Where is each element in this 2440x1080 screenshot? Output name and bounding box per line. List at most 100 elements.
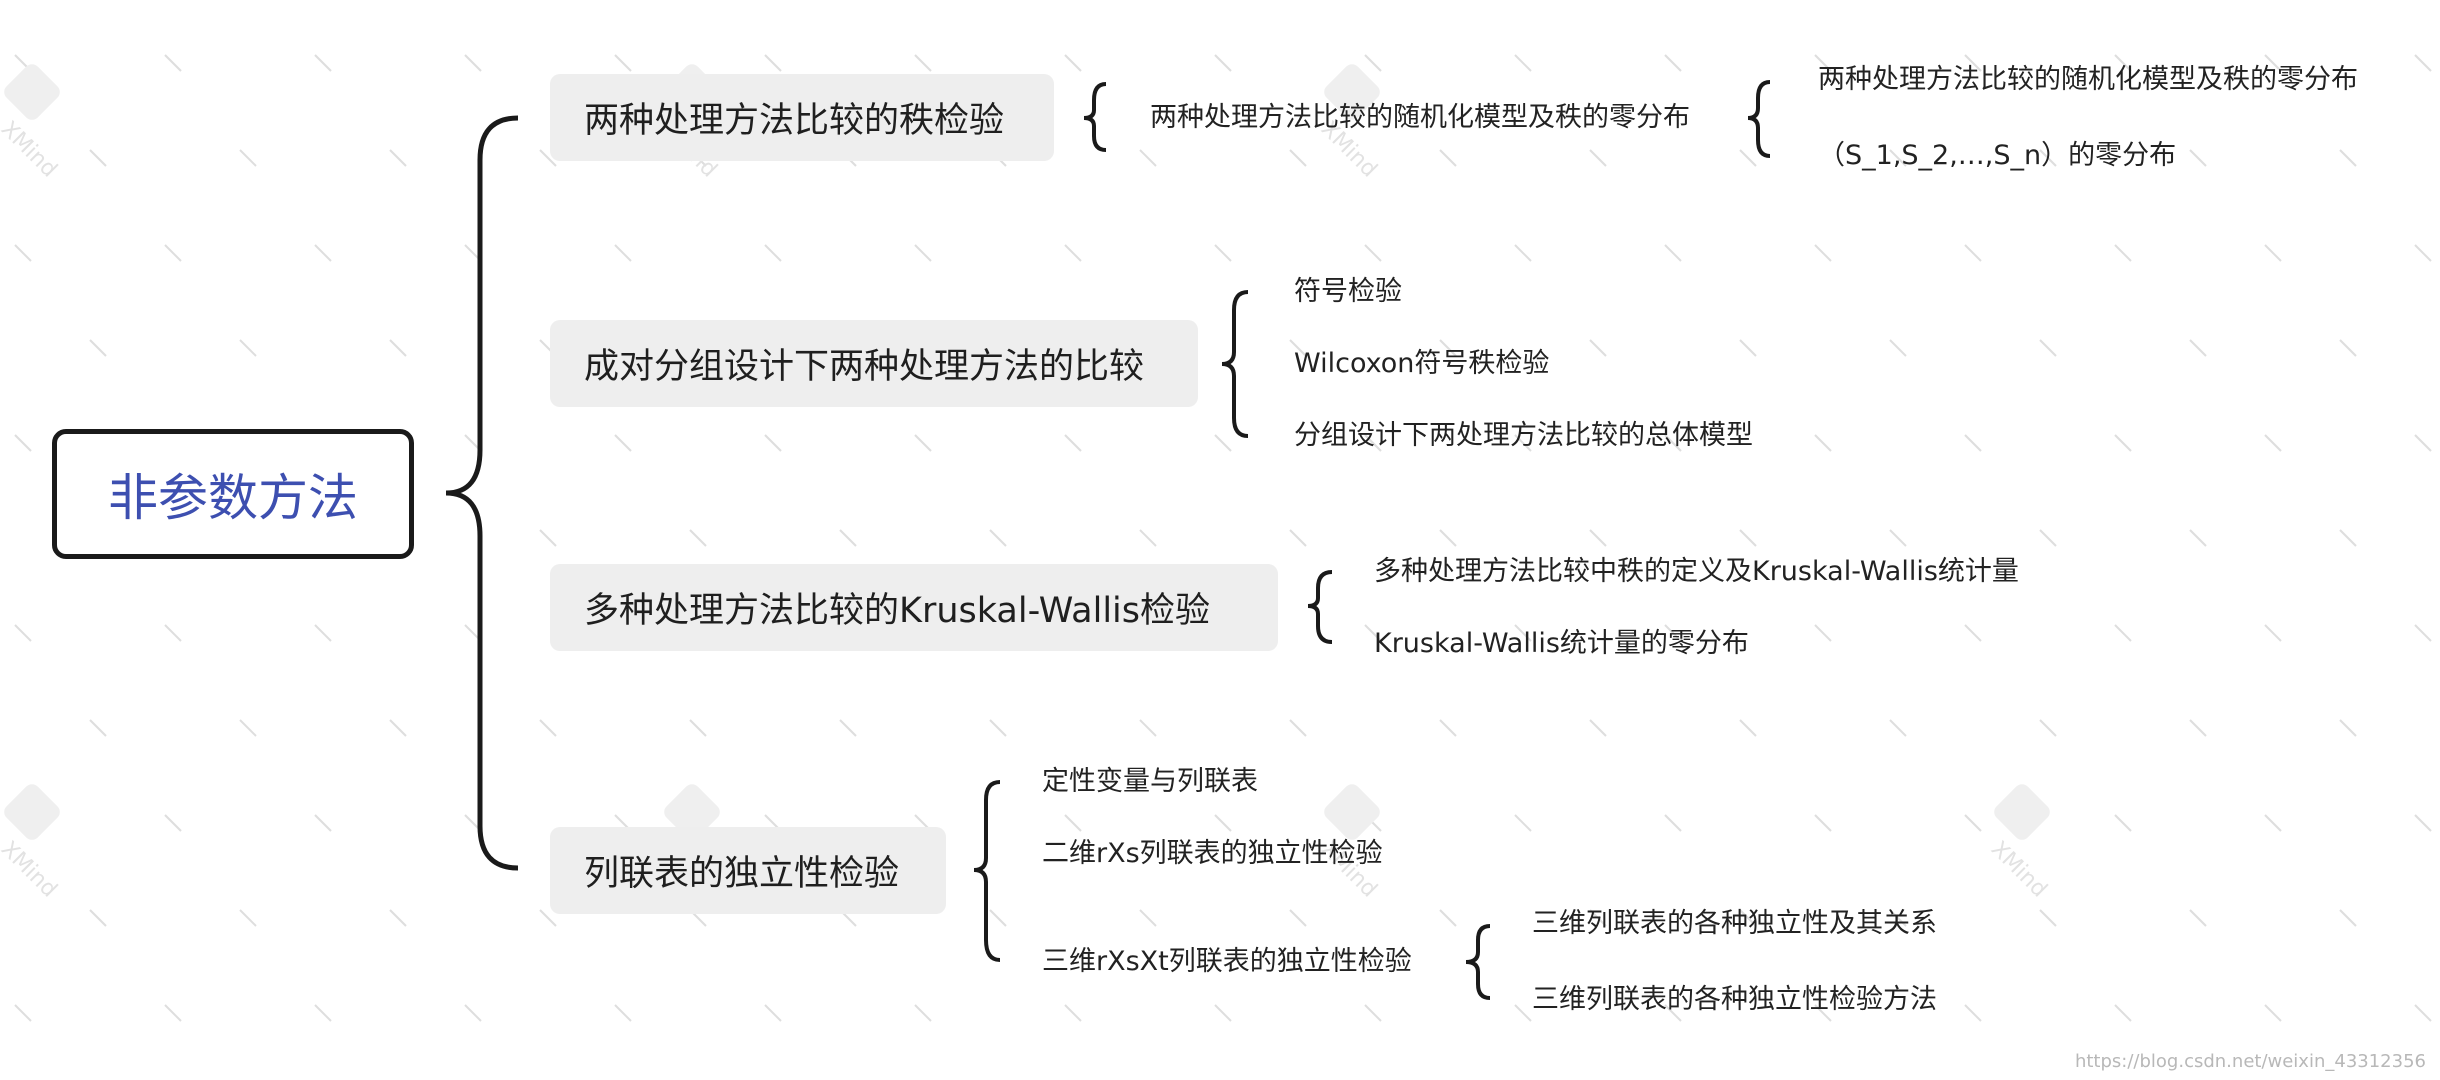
watermark-dash	[2114, 54, 2132, 72]
watermark-dash	[764, 1004, 782, 1022]
subtopic-kw-statistic[interactable]: 多种处理方法比较中秩的定义及Kruskal-Wallis统计量	[1374, 556, 2019, 587]
watermark-dash	[1739, 719, 1757, 737]
watermark-dash	[1964, 1004, 1982, 1022]
subtopic-3d-independence[interactable]: 三维rXsXt列联表的独立性检验	[1042, 946, 1412, 977]
watermark-dash	[1364, 624, 1382, 642]
watermark-dash	[1814, 54, 1832, 72]
watermark-dash	[839, 529, 857, 547]
subtopic-sign-test[interactable]: 符号检验	[1294, 276, 1402, 307]
watermark-dash	[1589, 909, 1607, 927]
watermark-dash	[89, 339, 107, 357]
watermark-dash	[1964, 434, 1982, 452]
root-topic[interactable]: 非参数方法	[52, 429, 414, 559]
watermark-dash	[1214, 434, 1232, 452]
watermark-dash	[1514, 244, 1532, 262]
watermark-dash	[2189, 719, 2207, 737]
branch-topic-label: 多种处理方法比较的Kruskal-Wallis检验	[584, 591, 1211, 631]
branch-topic-kruskal-wallis[interactable]: 多种处理方法比较的Kruskal-Wallis检验	[550, 564, 1278, 651]
watermark-dash	[2114, 624, 2132, 642]
watermark-dash	[614, 434, 632, 452]
watermark-dash	[1964, 54, 1982, 72]
watermark-dash	[614, 1004, 632, 1022]
subtopic-qualitative-variables[interactable]: 定性变量与列联表	[1042, 766, 1258, 797]
watermark-dash	[1289, 909, 1307, 927]
watermark-dash	[539, 909, 557, 927]
watermark-dash	[1589, 719, 1607, 737]
watermark-dash	[764, 434, 782, 452]
watermark-dash	[2189, 149, 2207, 167]
subtopic-2d-independence[interactable]: 二维rXs列联表的独立性检验	[1042, 838, 1383, 869]
watermark-dash	[1664, 244, 1682, 262]
branch-topic-rank-test[interactable]: 两种处理方法比较的秩检验	[550, 74, 1054, 161]
watermark-dash	[1439, 149, 1457, 167]
watermark-dash	[14, 1004, 32, 1022]
watermark-dash	[164, 624, 182, 642]
subtopic-null-distribution[interactable]: （S_1,S_2,…,S_n）的零分布	[1818, 140, 2177, 171]
subtopic-randomization-model[interactable]: 两种处理方法比较的随机化模型及秩的零分布	[1150, 102, 1690, 133]
branch4-bracket	[973, 780, 1001, 962]
watermark-dash	[1814, 624, 1832, 642]
watermark-dash	[1139, 909, 1157, 927]
watermark-dash	[989, 529, 1007, 547]
watermark-dash	[314, 624, 332, 642]
watermark-dash	[2339, 909, 2357, 927]
branch-topic-contingency[interactable]: 列联表的独立性检验	[550, 827, 946, 914]
branch2-bracket	[1221, 290, 1249, 438]
watermark-dash	[539, 529, 557, 547]
subtopic-3d-test-methods[interactable]: 三维列联表的各种独立性检验方法	[1532, 984, 1937, 1015]
branch1-sub-bracket	[1747, 80, 1771, 158]
watermark-dash	[2114, 434, 2132, 452]
watermark-dash	[1214, 1004, 1232, 1022]
watermark-dash	[2189, 909, 2207, 927]
watermark-dash	[1139, 719, 1157, 737]
branch1-bracket	[1083, 82, 1107, 152]
watermark-dash	[239, 719, 257, 737]
subtopic-3d-relations[interactable]: 三维列联表的各种独立性及其关系	[1532, 908, 1937, 939]
watermark-dash	[1664, 624, 1682, 642]
watermark-dash	[464, 54, 482, 72]
watermark-dash	[539, 149, 557, 167]
branch4-sub-bracket	[1465, 924, 1491, 1000]
watermark-dash	[389, 719, 407, 737]
watermark-dash	[689, 529, 707, 547]
watermark-dash	[1064, 54, 1082, 72]
subtopic-population-model[interactable]: 分组设计下两处理方法比较的总体模型	[1294, 420, 1753, 451]
watermark-dash	[2114, 1004, 2132, 1022]
watermark-dash	[1364, 1004, 1382, 1022]
watermark-dash	[14, 624, 32, 642]
watermark-dash	[1514, 54, 1532, 72]
watermark-dash	[1514, 1004, 1532, 1022]
watermark-dash	[1364, 434, 1382, 452]
watermark-dash	[1064, 814, 1082, 832]
watermark-dash	[2264, 54, 2282, 72]
subtopic-wilcoxon[interactable]: Wilcoxon符号秩检验	[1294, 348, 1550, 379]
watermark-dash	[1889, 719, 1907, 737]
watermark-dash	[314, 1004, 332, 1022]
watermark-dash	[1214, 244, 1232, 262]
branch-topic-paired-design[interactable]: 成对分组设计下两种处理方法的比较	[550, 320, 1198, 407]
watermark-dash	[1589, 149, 1607, 167]
watermark-dash	[1964, 624, 1982, 642]
watermark-dash	[2339, 149, 2357, 167]
subtopic-randomization-model-detail[interactable]: 两种处理方法比较的随机化模型及秩的零分布	[1818, 64, 2358, 95]
watermark-dash	[1289, 719, 1307, 737]
watermark-dash	[2114, 814, 2132, 832]
watermark-dash	[1364, 54, 1382, 72]
watermark-dash	[914, 54, 932, 72]
watermark-dash	[1439, 909, 1457, 927]
watermark-dash	[239, 149, 257, 167]
watermark-dash	[989, 719, 1007, 737]
watermark-dash	[14, 244, 32, 262]
watermark-dash	[1889, 149, 1907, 167]
watermark-dash	[1814, 814, 1832, 832]
watermark-dash	[1514, 624, 1532, 642]
watermark-dash	[2189, 339, 2207, 357]
watermark-dash	[2339, 719, 2357, 737]
branch-topic-label: 两种处理方法比较的秩检验	[584, 101, 1005, 141]
watermark-dash	[1064, 1004, 1082, 1022]
subtopic-kw-null-distribution[interactable]: Kruskal-Wallis统计量的零分布	[1374, 628, 1749, 659]
watermark-dash	[839, 719, 857, 737]
watermark-dash	[1214, 814, 1232, 832]
watermark-dash	[164, 54, 182, 72]
